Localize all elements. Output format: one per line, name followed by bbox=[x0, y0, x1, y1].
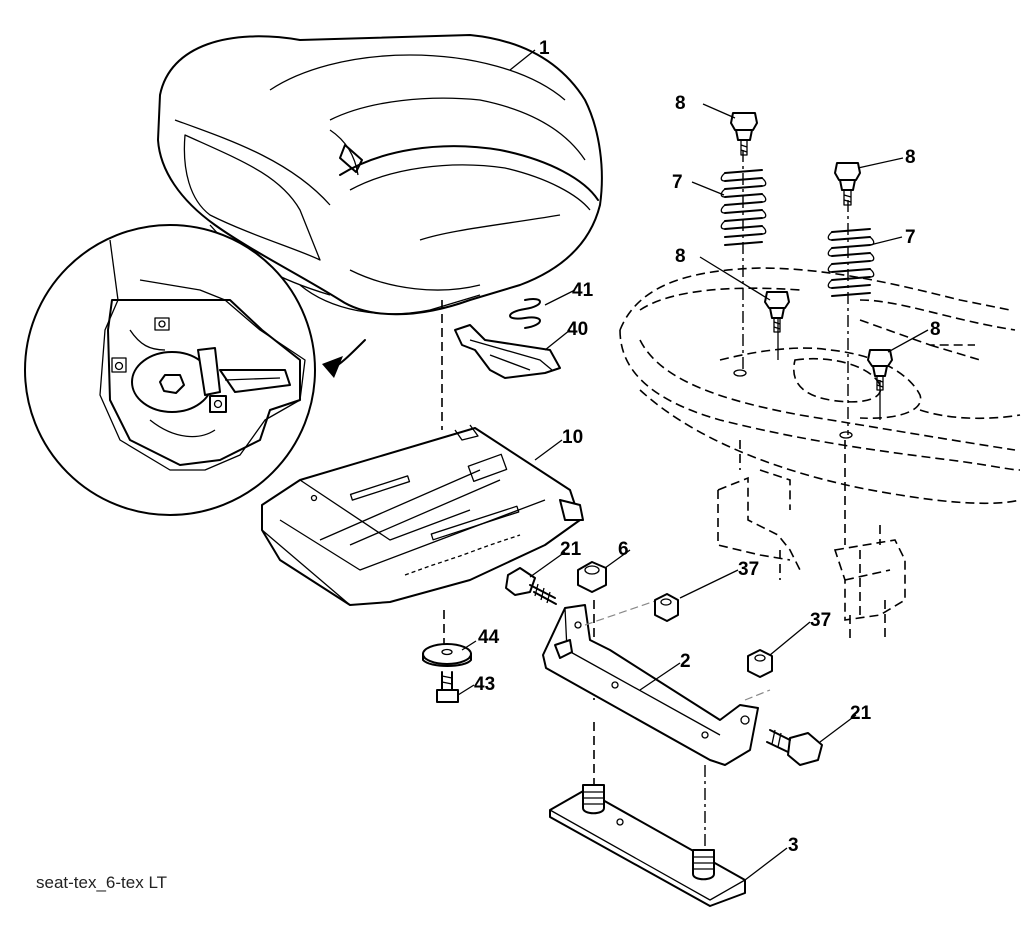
spring-7-right bbox=[827, 228, 875, 297]
nut-37-upper bbox=[654, 593, 679, 622]
latch-bracket-40 bbox=[454, 324, 561, 379]
plate-3 bbox=[549, 784, 746, 907]
callout-40: 40 bbox=[567, 319, 588, 340]
leader-lines bbox=[457, 49, 929, 881]
callout-21-left: 21 bbox=[560, 539, 582, 560]
seat-pan bbox=[261, 424, 584, 606]
callout-6: 6 bbox=[618, 539, 629, 560]
seat-bracket-2 bbox=[542, 604, 759, 766]
bolt-21-right bbox=[766, 729, 823, 766]
callout-10: 10 bbox=[562, 427, 583, 448]
washer-44 bbox=[422, 643, 472, 667]
diagram-caption: seat-tex_6-tex LT bbox=[36, 873, 168, 892]
bolt-8-mid-left bbox=[764, 291, 790, 333]
callout-2: 2 bbox=[680, 651, 691, 672]
detail-magnifier bbox=[24, 224, 316, 516]
bolt-8-top-right bbox=[834, 162, 861, 206]
callout-8-mid-right: 8 bbox=[930, 319, 941, 340]
fender-outline bbox=[619, 267, 1021, 640]
callout-1: 1 bbox=[539, 38, 550, 59]
callout-8-top-left: 8 bbox=[675, 93, 686, 114]
seat-cushion bbox=[157, 34, 603, 316]
callout-3: 3 bbox=[788, 835, 799, 856]
callout-7-left: 7 bbox=[672, 172, 683, 193]
callout-21-right: 21 bbox=[850, 703, 872, 724]
detail-arrow bbox=[322, 339, 366, 378]
callout-labels: 1 8 8 7 7 8 41 8 40 10 6 21 37 37 44 2 4… bbox=[474, 38, 941, 856]
callout-43: 43 bbox=[474, 674, 495, 695]
bolt-43 bbox=[436, 671, 459, 703]
bolt-8-top-left bbox=[730, 112, 758, 156]
callout-41: 41 bbox=[572, 280, 594, 301]
nut-37-lower bbox=[747, 649, 773, 678]
callout-7-right: 7 bbox=[905, 227, 916, 248]
callout-37-upper: 37 bbox=[738, 559, 759, 580]
callout-8-top-right: 8 bbox=[905, 147, 916, 168]
callout-8-mid-left: 8 bbox=[675, 246, 686, 267]
nut-6 bbox=[577, 561, 607, 593]
callout-44: 44 bbox=[478, 627, 500, 648]
bolt-21-left bbox=[505, 567, 557, 605]
spring-41 bbox=[509, 298, 541, 329]
bolt-8-mid-right bbox=[867, 349, 893, 391]
callout-37-lower: 37 bbox=[810, 610, 831, 631]
